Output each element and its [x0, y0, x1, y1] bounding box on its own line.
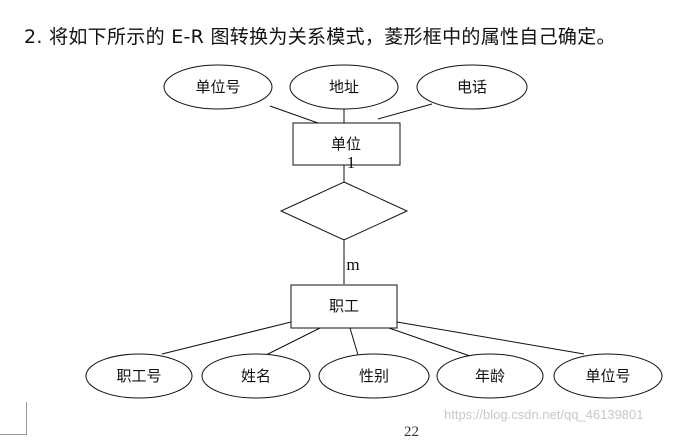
connector-age: [385, 326, 471, 357]
cardinality-bottom: m: [346, 255, 359, 274]
attribute-label: 电话: [457, 78, 487, 96]
attribute-ellipse: [85, 353, 193, 399]
attribute-label: 年龄: [475, 367, 505, 385]
attribute-label: 单位号: [585, 367, 630, 385]
entity-label-unit: 单位: [331, 135, 361, 153]
connector-unit-no: [269, 105, 319, 124]
page-corner-mark: [0, 402, 27, 435]
attribute-ellipse: [436, 353, 544, 399]
attribute-ellipse: [416, 64, 528, 110]
attribute-label: 性别: [359, 367, 389, 385]
entity-box-unit: [292, 122, 401, 166]
attribute-label: 单位号: [195, 78, 240, 96]
attribute-label: 姓名: [241, 367, 271, 385]
attribute-ellipse: [289, 64, 399, 110]
attribute-ellipse: [201, 353, 311, 399]
connector-gender: [349, 327, 359, 356]
watermark: https://blog.csdn.net/qq_46139801: [444, 407, 644, 422]
connector-staff-unit-no: [396, 321, 585, 355]
attribute-ellipse: [553, 353, 663, 399]
attribute-label: 地址: [329, 78, 359, 96]
attribute-ellipse: [318, 353, 430, 399]
relationship-diamond: [279, 181, 409, 241]
connector-phone: [377, 103, 433, 120]
connector-name: [261, 327, 321, 358]
question-text: 2. 将如下所示的 E-R 图转换为关系模式，菱形框中的属性自己确定。: [24, 26, 616, 48]
attribute-label: 职工号: [116, 367, 161, 385]
page-number: 22: [404, 424, 419, 440]
entity-label-staff: 职工: [329, 297, 359, 315]
attribute-ellipse: [163, 64, 273, 110]
connector-staff-no: [161, 321, 292, 355]
entity-box-staff: [290, 284, 398, 329]
cardinality-top: 1: [347, 153, 356, 172]
